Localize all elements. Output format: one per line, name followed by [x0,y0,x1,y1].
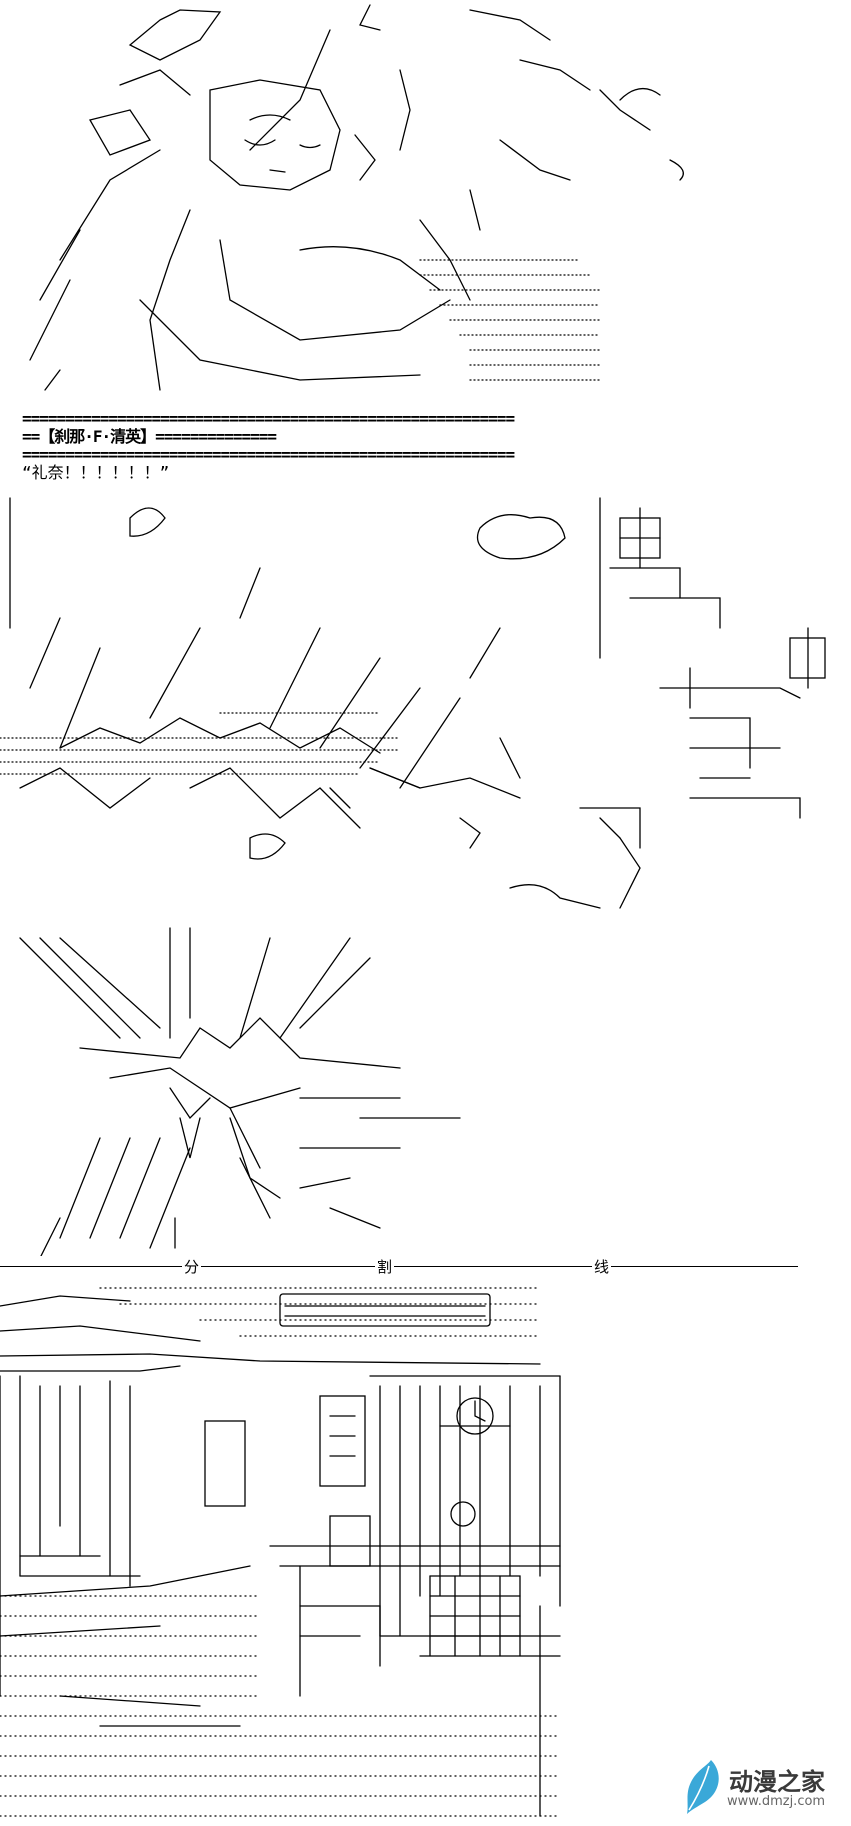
panel4-ascii-art [0,1287,561,1817]
panel4-floor-lines [0,1565,541,1817]
leaf-logo-icon [687,1760,719,1814]
watermark-url: www.dmzj.com [727,1794,826,1809]
panel3-falling-streaks [40,1137,381,1256]
panel4-floor-dots [0,1595,561,1817]
panel4-ceiling-beams [0,1295,541,1372]
panel4-ceiling-dots [99,1287,541,1337]
panel2-dotted-haze [0,712,401,775]
panel1-hair-strokes [29,4,411,391]
panel1-dotted-shading [419,259,601,381]
panel3-burst-rays [19,927,461,1169]
panel4-wall-clock [456,1397,494,1435]
divider-char-3: 线 [592,1256,612,1277]
dialogue-line: “礼奈！！！！！！” [22,463,170,482]
panel1-ascii-art [29,4,684,391]
panel3-ascii-art [19,927,461,1256]
panel2-kanji-sfx-blocks [579,497,826,909]
panel1-background-strokes [469,9,684,231]
panel2-debris [329,737,601,909]
site-watermark: 动漫之家 www.dmzj.com [681,1756,841,1818]
panel4-chairs-desks [269,1501,561,1697]
panel4-left-wall-windows [0,1375,141,1697]
divider-rule [0,1266,798,1267]
divider-char-1: 分 [182,1256,202,1277]
separator-top: ========================================… [22,409,515,428]
panel4-center-door [204,1395,366,1507]
speaker-name-line: ==【刹那·F·清英】============== [22,427,277,446]
panel1-body-outline [139,209,471,391]
watermark-name: 动漫之家 [729,1768,825,1796]
section-divider: 分 割 线 [0,1256,800,1277]
separator-bottom: ========================================… [22,445,515,464]
panel2-ascii-art [0,497,826,909]
panel4-ceiling-light [279,1293,491,1327]
panel1-face [209,79,376,191]
panel4-right-lockers [369,1375,561,1637]
divider-char-2: 割 [375,1256,395,1277]
panel2-speed-lines [9,497,501,789]
panel2-cloud-puffs [129,507,566,860]
panel2-impact-zigzag [19,717,521,829]
panel3-center-figure [169,1087,281,1199]
